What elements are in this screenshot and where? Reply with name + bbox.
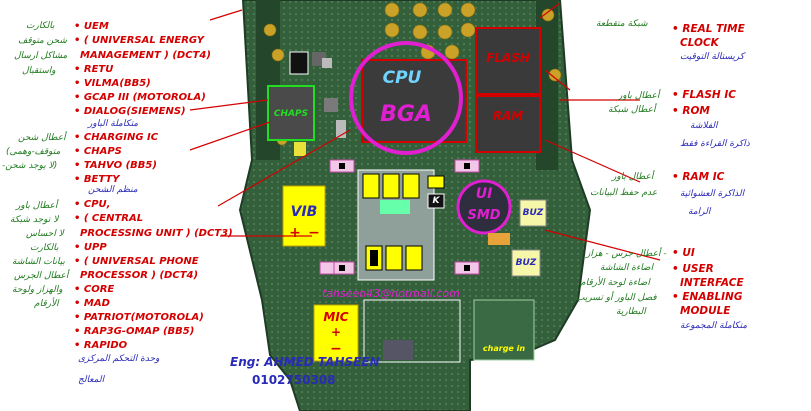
arabic-a5: متكاملة الباور — [88, 120, 138, 129]
vib-plus: + — [286, 225, 304, 241]
mic-minus: − — [314, 342, 358, 356]
arabic-a19: المعالج — [78, 376, 104, 385]
arabic-r10: الرامة — [688, 208, 710, 217]
label-upp: • UPP — [74, 243, 107, 253]
arabic-a17: الأرقام — [34, 300, 59, 309]
arabic-r9: الذاكرة العشوائية — [680, 190, 744, 199]
chaps-label: CHAPS — [268, 108, 314, 120]
arabic-a13: بالكارت — [30, 244, 59, 253]
label-uem: • UEM — [74, 22, 109, 32]
label-rap3g: • RAP3G-OMAP (BB5) — [74, 327, 194, 337]
arabic-a9: منظم الشحن — [88, 186, 138, 195]
label-flash-ic: • FLASH IC — [672, 90, 736, 101]
vib-minus: − — [305, 225, 323, 241]
label-mad: • MAD — [74, 299, 110, 309]
label-rtc1: • REAL TIME — [672, 24, 745, 35]
label-charging: • CHARGING IC — [74, 133, 158, 143]
ui-label: UI — [470, 186, 498, 202]
label-vilma: • VILMA(BB5) — [74, 79, 151, 89]
engineer-name: Eng: AHMED TAHSEEN — [230, 356, 380, 368]
arabic-a11: لا توجد شبكة — [10, 216, 58, 225]
label-chaps: • CHAPS — [74, 147, 122, 157]
email-label: tahseen43@hotmail.com — [322, 288, 460, 299]
label-processing: PROCESSING UNIT ) (DCT3) — [80, 229, 233, 239]
arabic-a7: (متوقف-وهمى — [6, 148, 60, 157]
arabic-r3: أعطال باور — [618, 92, 659, 101]
ram-chip — [476, 96, 540, 152]
arabic-r2: كريستالة التوقيت — [680, 53, 744, 62]
arabic-r12: اضاءة الشاشة — [600, 264, 653, 273]
label-dialog: • DIALOG(SIEMENS) — [74, 107, 186, 117]
arabic-a8: -لا يوجد شحن) — [2, 162, 57, 171]
arabic-r4: أعطال شبكة — [608, 106, 655, 115]
arabic-r14: فصل الباور أو تسريب — [576, 294, 657, 303]
label-uem-full1: • ( UNIVERSAL ENERGY — [74, 36, 204, 46]
charge-in-label: charge in — [474, 343, 534, 355]
label-core: • CORE — [74, 285, 114, 295]
arabic-r15: البطارية — [616, 308, 646, 317]
arabic-a10: أعطال باور — [16, 202, 57, 211]
label-universal-phone: • ( UNIVERSAL PHONE — [74, 257, 199, 267]
label-gcap: • GCAP III (MOTOROLA) — [74, 93, 206, 103]
arabic-r6: ذاكرة القراءة فقط — [680, 140, 750, 149]
label-tahvo: • TAHVO (BB5) — [74, 161, 157, 171]
arabic-a6: أعطال شحن — [18, 134, 66, 143]
arabic-r8: عدم حفظ البيانات — [590, 189, 657, 198]
arabic-a15: أعطال الجرس — [14, 272, 68, 281]
label-interface: INTERFACE — [680, 278, 744, 289]
arabic-a3: مشاكل ارسال — [14, 52, 67, 61]
arabic-r16: متكاملة المجموعة — [680, 322, 747, 331]
label-module: MODULE — [680, 306, 730, 317]
arabic-a12: لا احساس — [26, 230, 64, 239]
cpu-label: CPU — [374, 68, 430, 88]
arabic-r7: أعطال باور — [612, 173, 653, 182]
bga-label: BGA — [374, 103, 438, 127]
label-processor: PROCESSOR ) (DCT4) — [80, 271, 198, 281]
arabic-r13: اضاءة لوحة الأرقام — [580, 279, 650, 288]
arabic-a4: واستقبال — [22, 67, 56, 76]
arabic-a16: والهزاز ولوحة — [12, 286, 63, 295]
arabic-r1: شبكة متقطعة — [596, 20, 648, 29]
mic-label: MIC — [314, 310, 358, 324]
buz-label-2: BUZ — [512, 257, 540, 269]
label-rapido: • RAPIDO — [74, 341, 127, 351]
label-uem-full2: MANAGEMENT ) (DCT4) — [80, 51, 211, 61]
flash-label: FLASH — [478, 50, 538, 66]
ram-label: RAM — [478, 108, 538, 124]
vib-label: VIB — [283, 204, 325, 220]
label-rom: • ROM — [672, 106, 710, 117]
smd-label: SMD — [464, 208, 504, 222]
label-enabling: • ENABLING — [672, 292, 742, 303]
arabic-r5: الفلاشة — [690, 122, 718, 131]
label-ram-ic: • RAM IC — [672, 172, 724, 183]
label-patriot: • PATRIOT(MOTOROLA) — [74, 313, 204, 323]
k-label: K — [430, 196, 442, 206]
label-central: • ( CENTRAL — [74, 214, 143, 224]
arabic-a14: بيانات الشاشة — [12, 258, 65, 267]
arabic-a2: شحن متوقف — [18, 37, 67, 46]
label-betty: • BETTY — [74, 175, 119, 185]
arabic-a18: وحدة التحكم المركزى — [78, 355, 160, 364]
arabic-r11: أعطال جرس - هزاز - — [586, 250, 667, 259]
label-ui: • UI — [672, 248, 695, 259]
label-retu: • RETU — [74, 65, 113, 75]
label-user: • USER — [672, 264, 714, 275]
mic-plus: + — [314, 326, 358, 338]
label-cpu: • CPU, — [74, 200, 110, 210]
label-rtc2: CLOCK — [680, 38, 719, 49]
buz-label-1: BUZ — [520, 207, 546, 219]
arabic-a1: بالكارت — [26, 22, 55, 31]
engineer-phone: 0102750308 — [252, 374, 336, 386]
